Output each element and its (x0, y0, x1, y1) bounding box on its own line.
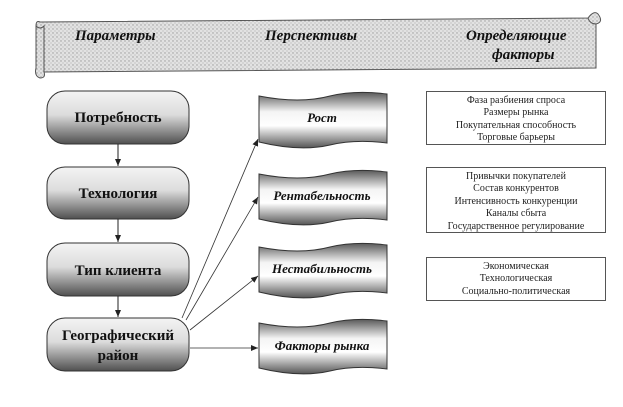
parameter-box-need: Потребность (46, 90, 190, 145)
scroll-curl-right (587, 17, 597, 25)
factor-item: Торговые барьеры (477, 132, 555, 144)
parameter-label-line2: район (98, 348, 139, 364)
perspective-label: Рост (307, 110, 337, 125)
factor-item: Привычки покупателей (466, 171, 566, 182)
parameter-box-technology: Технология (46, 166, 190, 220)
parameter-box-client-type: Тип клиента (46, 242, 190, 297)
factor-item: Покупательная способность (455, 119, 577, 131)
factor-item: Каналы сбыта (485, 208, 547, 220)
header-factors-line1: Определяющие (466, 28, 567, 44)
perspective-label: Факторы рынка (275, 338, 370, 353)
factor-box-growth: Фаза разбиения спроса Размеры рынка Поку… (426, 91, 606, 145)
factor-box-profitability: Привычки покупателей Состав конкурентов … (426, 167, 606, 233)
parameter-label: Технология (79, 186, 158, 202)
perspective-box-growth: Рост (258, 91, 388, 149)
scroll-curl-left (35, 24, 45, 72)
factor-box-instability: Экономическая Технологическая Социально-… (426, 257, 606, 301)
factor-item: Интенсивность конкуренции (454, 195, 578, 207)
parameter-label: Тип клиента (75, 263, 162, 279)
factor-item: Технологическая (479, 273, 553, 285)
parameter-label: Потребность (74, 110, 161, 126)
header-perspectives: Перспективы (264, 28, 357, 44)
factor-item: Социально-политическая (461, 285, 571, 297)
factor-item: Экономическая (483, 261, 549, 272)
header-parameters: Параметры (74, 28, 155, 44)
parameter-box-geographic-region: Географический район (46, 317, 190, 372)
perspective-label: Рентабельность (273, 188, 370, 203)
factor-item: Фаза разбиения спроса (466, 95, 566, 106)
perspective-label: Нестабильность (271, 261, 372, 276)
header-factors-line2: факторы (492, 47, 555, 63)
perspective-box-profitability: Рентабельность (258, 169, 388, 226)
arrow-region-to-growth (181, 138, 259, 319)
factor-item: Государственное регулирование (447, 220, 585, 232)
factor-item: Размеры рынка (483, 107, 549, 119)
perspective-box-market-factors: Факторы рынка (258, 318, 388, 375)
header-banner: Параметры Перспективы Определяющие факто… (35, 12, 602, 79)
arrow-region-to-profitability (185, 196, 259, 321)
perspective-box-instability: Нестабильность (258, 242, 388, 299)
parameter-label-line1: Географический (62, 328, 174, 344)
factor-item: Состав конкурентов (473, 183, 559, 195)
arrow-region-to-instability (189, 275, 259, 331)
